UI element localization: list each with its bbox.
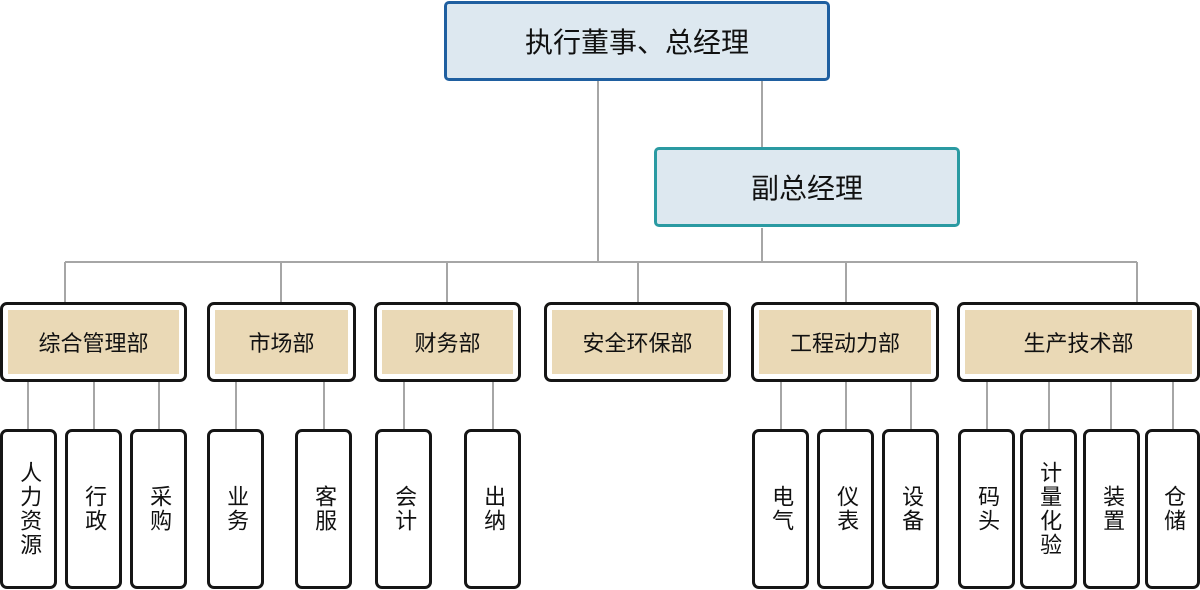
subunit-box: 电气 <box>752 429 809 589</box>
department-label: 工程动力部 <box>789 332 900 357</box>
department-label: 市场部 <box>248 332 315 357</box>
subunit-label: 仪表 <box>833 485 859 533</box>
subunit-label: 计量化验 <box>1036 461 1062 557</box>
subunit-label: 电气 <box>768 485 794 533</box>
department-box-marketing: 市场部 <box>207 302 356 382</box>
department-label: 生产技术部 <box>1023 332 1134 357</box>
subunit-box: 仪表 <box>817 429 874 589</box>
subunit-box: 仓储 <box>1145 429 1200 589</box>
subunit-box: 设备 <box>882 429 939 589</box>
subunit-label: 行政 <box>81 485 107 533</box>
subunit-box: 装置 <box>1083 429 1140 589</box>
subunit-box: 行政 <box>65 429 122 589</box>
subunit-label: 人力资源 <box>16 461 42 557</box>
department-box-engineering-power: 工程动力部 <box>751 302 939 382</box>
subunit-box: 出纳 <box>464 429 521 589</box>
executive-director-box: 执行董事、总经理 <box>444 1 830 81</box>
subunit-label: 码头 <box>974 485 1000 533</box>
department-box-finance: 财务部 <box>374 302 521 382</box>
department-box-general-management: 综合管理部 <box>0 302 187 382</box>
subunit-label: 客服 <box>311 485 337 533</box>
department-label: 综合管理部 <box>38 332 149 357</box>
department-label: 安全环保部 <box>582 332 693 357</box>
executive-director-label: 执行董事、总经理 <box>524 26 749 59</box>
subunit-label: 业务 <box>223 485 249 533</box>
department-label: 财务部 <box>414 332 481 357</box>
subunit-box: 人力资源 <box>0 429 57 589</box>
subunit-label: 会计 <box>391 485 417 533</box>
subunit-label: 出纳 <box>480 485 506 533</box>
subunit-label: 仓储 <box>1160 485 1186 533</box>
subunit-box: 采购 <box>130 429 187 589</box>
subunit-label: 装置 <box>1099 485 1125 533</box>
subunit-box: 码头 <box>958 429 1015 589</box>
department-box-safety-environment: 安全环保部 <box>544 302 731 382</box>
department-box-production-technology: 生产技术部 <box>957 302 1200 382</box>
subunit-label: 设备 <box>898 485 924 533</box>
deputy-manager-label: 副总经理 <box>750 172 863 205</box>
subunit-box: 计量化验 <box>1020 429 1077 589</box>
subunit-box: 业务 <box>207 429 264 589</box>
subunit-box: 会计 <box>375 429 432 589</box>
subunit-label: 采购 <box>146 485 172 533</box>
subunit-box: 客服 <box>295 429 352 589</box>
deputy-manager-box: 副总经理 <box>654 147 960 227</box>
